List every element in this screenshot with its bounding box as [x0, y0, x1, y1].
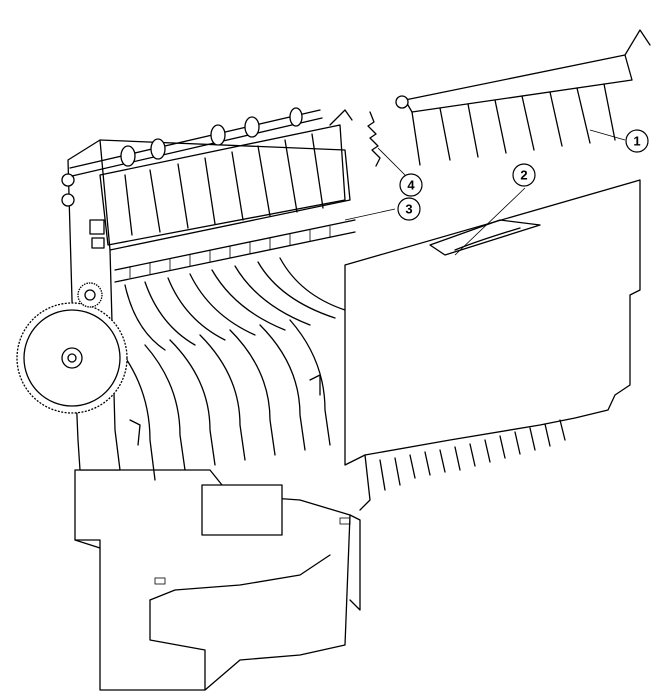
upper-guide-fins [99, 109, 353, 246]
callout-2-label: 2 [520, 168, 527, 183]
callout-4: 4 [399, 173, 423, 197]
lower-guide-fins [119, 319, 331, 481]
base-frame [74, 469, 361, 691]
callout-leaders [344, 129, 626, 256]
part-2-rear-panel [344, 179, 641, 511]
part-4-spring [367, 111, 381, 167]
lower-roller-shaft [114, 219, 356, 283]
callout-3: 3 [397, 197, 421, 221]
callout-4-label: 4 [407, 178, 415, 193]
upper-roller-shaft [69, 107, 323, 177]
callout-1: 1 [625, 129, 649, 153]
part-1-upper-exit-guide [395, 29, 651, 166]
callout-1-label: 1 [633, 134, 640, 149]
callout-2: 2 [512, 163, 536, 187]
drive-gear [16, 282, 128, 414]
middle-guide-fins [124, 257, 346, 351]
left-side-plate [61, 139, 351, 471]
callout-3-label: 3 [405, 202, 412, 217]
